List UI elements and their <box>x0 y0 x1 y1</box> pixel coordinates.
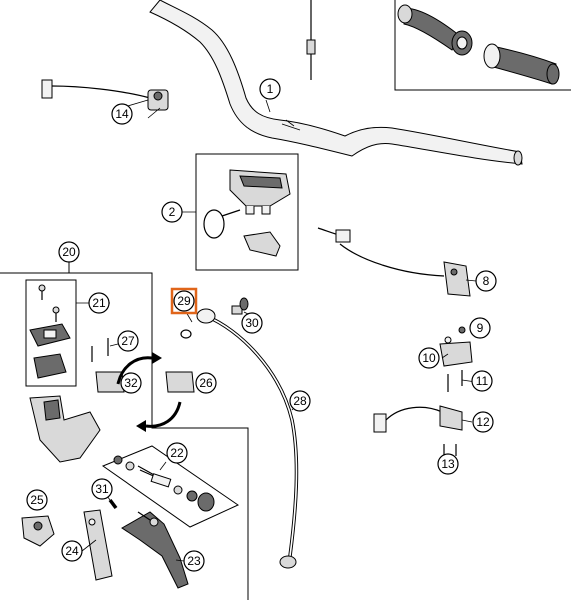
handlebar-clamp <box>229 169 291 215</box>
banjo-fitting <box>180 308 216 339</box>
callout-24: 24 <box>61 540 83 562</box>
callout-10: 10 <box>418 347 440 369</box>
brake-assembly-frame <box>0 262 249 600</box>
grip-left <box>397 4 473 56</box>
adjuster-pin <box>108 498 118 510</box>
callout-2: 2 <box>161 201 183 223</box>
svg-text:13: 13 <box>441 457 455 471</box>
svg-text:20: 20 <box>62 245 76 259</box>
callout-11: 11 <box>471 370 493 392</box>
svg-text:12: 12 <box>476 415 490 429</box>
clamp-screws-27 <box>91 338 109 362</box>
callout-12: 12 <box>472 411 494 433</box>
reservoir-cap-screws <box>38 284 60 322</box>
piston-kit <box>113 455 215 512</box>
callout-9: 9 <box>469 317 491 339</box>
callout-leaders <box>76 99 477 562</box>
svg-text:31: 31 <box>95 482 109 496</box>
svg-text:8: 8 <box>483 274 490 288</box>
callout-20: 20 <box>58 241 80 263</box>
svg-text:28: 28 <box>293 394 307 408</box>
svg-text:29: 29 <box>177 294 191 308</box>
handlebar <box>149 0 523 166</box>
svg-text:22: 22 <box>170 446 184 460</box>
rotation-arrows <box>116 352 182 432</box>
cable-tie <box>203 209 241 239</box>
reservoir-cap <box>29 323 71 347</box>
cover-plate <box>83 509 113 581</box>
start-switch <box>373 405 463 456</box>
brake-hose <box>205 314 299 569</box>
master-cylinder <box>29 395 101 463</box>
svg-text:10: 10 <box>422 351 436 365</box>
highlight-box-callout-29 <box>170 287 198 315</box>
svg-text:25: 25 <box>30 493 44 507</box>
callout-30: 30 <box>241 312 263 334</box>
reservoir-membrane <box>33 353 67 379</box>
callout-21: 21 <box>88 292 110 314</box>
callout-28: 28 <box>289 390 311 412</box>
svg-text:23: 23 <box>187 554 201 568</box>
svg-text:30: 30 <box>245 316 259 330</box>
light-switch <box>317 227 471 297</box>
svg-text:27: 27 <box>121 334 135 348</box>
svg-text:11: 11 <box>476 374 489 388</box>
bleed-bolt <box>231 297 249 315</box>
callout-26: 26 <box>195 372 217 394</box>
grip-right <box>483 43 560 85</box>
callout-32: 32 <box>120 372 142 394</box>
grip-detail-frame <box>394 0 571 91</box>
callout-8: 8 <box>475 270 497 292</box>
callout-23: 23 <box>183 550 205 572</box>
svg-text:21: 21 <box>92 296 106 310</box>
svg-text:2: 2 <box>169 205 176 219</box>
callout-31: 31 <box>91 478 113 500</box>
clamp-bracket <box>243 231 281 257</box>
svg-text:9: 9 <box>477 321 484 335</box>
brake-reservoir-subframe <box>25 279 77 387</box>
callout-1: 1 <box>259 78 281 100</box>
svg-text:1: 1 <box>267 82 274 96</box>
callout-22: 22 <box>166 442 188 464</box>
brake-lever <box>121 511 189 589</box>
switch-bracket <box>439 326 473 392</box>
svg-text:32: 32 <box>124 376 138 390</box>
callout-27: 27 <box>117 330 139 352</box>
callout-29: 29 <box>173 290 195 312</box>
fitting-25 <box>21 515 55 547</box>
svg-text:24: 24 <box>65 544 79 558</box>
callout-25: 25 <box>26 489 48 511</box>
clamp-half-right <box>165 371 195 393</box>
piston-kit-frame <box>101 445 240 528</box>
clamp-half-left <box>95 371 125 393</box>
callout-14: 14 <box>111 103 133 125</box>
svg-text:26: 26 <box>199 376 213 390</box>
svg-text:14: 14 <box>115 107 129 121</box>
throttle-cable <box>306 0 316 80</box>
kill-switch <box>41 79 169 111</box>
callout-13: 13 <box>437 453 459 475</box>
